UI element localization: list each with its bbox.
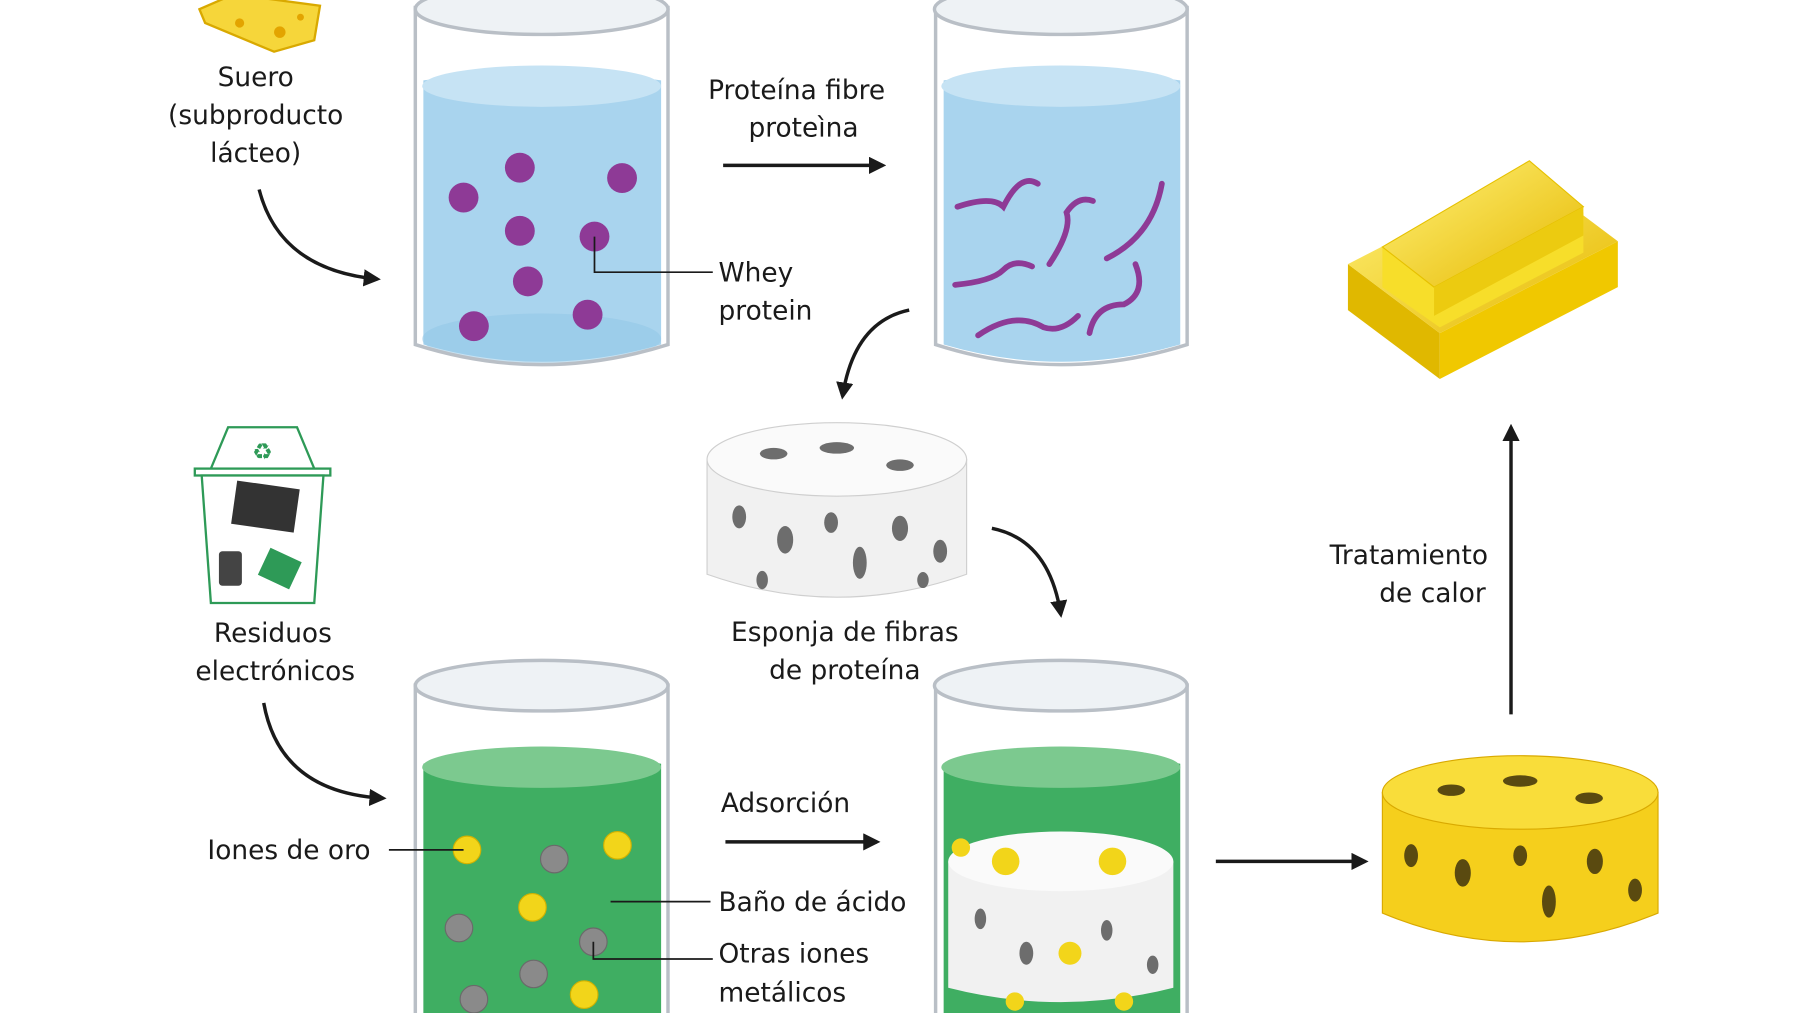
whey-protein-particles [448, 152, 637, 342]
recycle-bin-icon: ♻ [193, 426, 332, 605]
cheese-icon [197, 0, 322, 53]
leader-lines [388, 236, 713, 960]
beaker-whey [413, 0, 670, 367]
arrow-ewaste-to-beaker [262, 702, 387, 807]
arrow-whey-to-beaker [257, 189, 381, 287]
beaker-fibres [932, 0, 1189, 367]
process-arrows [257, 156, 1520, 871]
label-adsorption: Adsorción [721, 788, 850, 819]
arrow-fibres-to-sponge [836, 308, 910, 400]
label-gold-ions: Iones de oro [207, 835, 370, 866]
beaker-adsorption [932, 658, 1189, 1013]
metal-ions [444, 844, 608, 1013]
gold-sponge-icon [1381, 755, 1659, 943]
gold-bars-icon [1347, 160, 1618, 380]
protein-sponge-icon [706, 422, 968, 598]
svg-text:♻: ♻ [252, 439, 273, 465]
label-acid-bath: Baño de ácido [719, 887, 907, 918]
beaker-acid-bath [413, 658, 670, 1013]
protein-fibres [952, 178, 1165, 339]
arrow-sponge-to-beaker [991, 526, 1068, 618]
gold-ions [452, 830, 632, 1009]
